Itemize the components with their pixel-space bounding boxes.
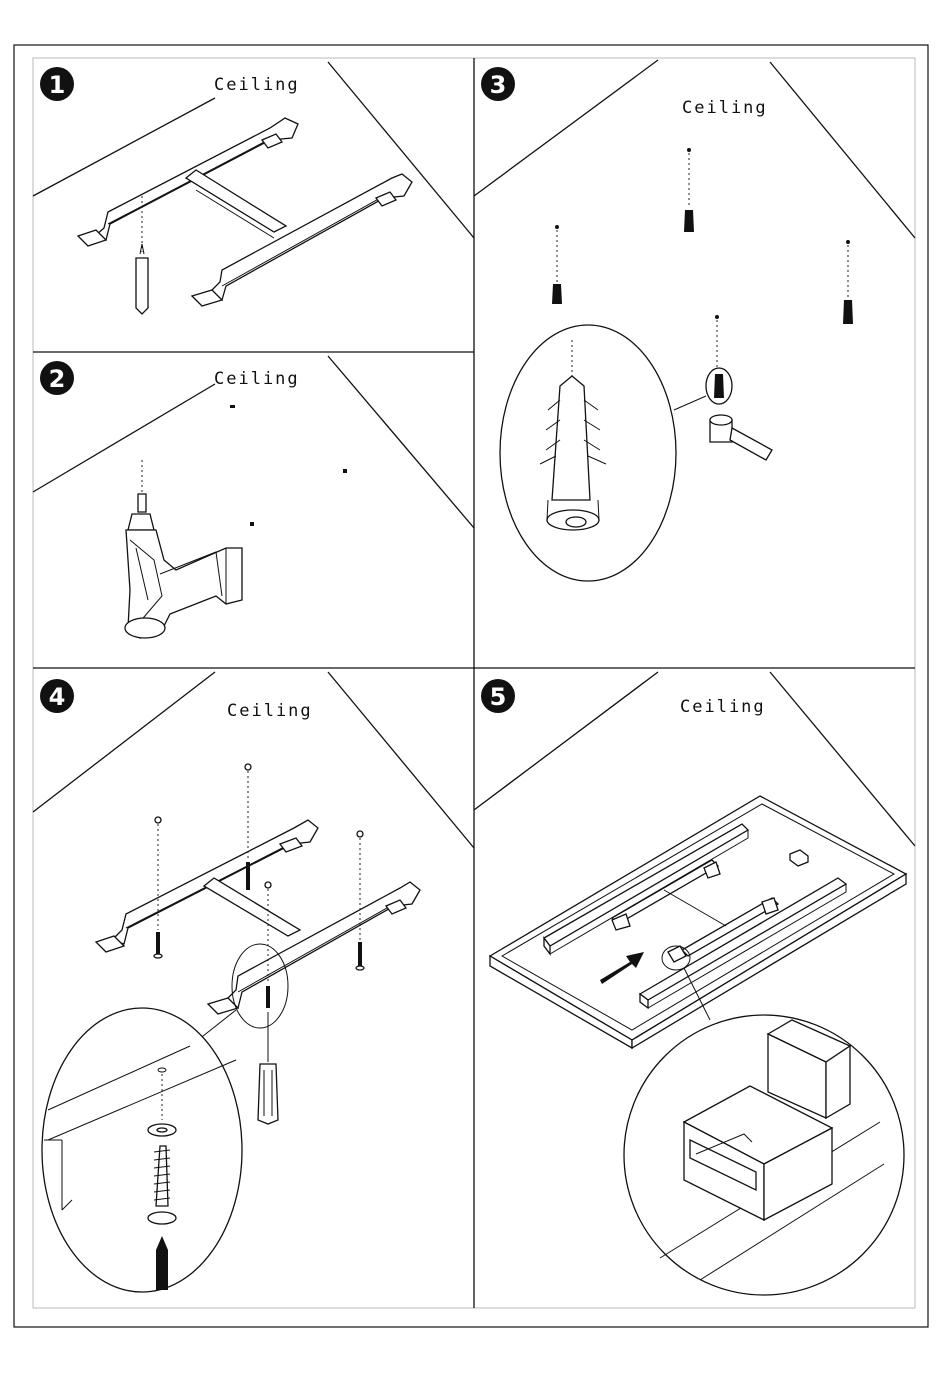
step-2-drill-hole-3 xyxy=(250,522,254,526)
step-3-ceiling-label: Ceiling xyxy=(682,98,768,118)
step-2-ceiling-label: Ceiling xyxy=(214,369,300,389)
step-5-ceiling-label: Ceiling xyxy=(680,697,766,717)
step-5-number: 5 xyxy=(490,683,507,711)
step-3-number: 3 xyxy=(490,71,507,99)
step-4-screw-detail xyxy=(42,1008,242,1292)
step-2-number: 2 xyxy=(49,365,66,393)
step-2-drill-hole-1 xyxy=(230,405,235,408)
step-4-number: 4 xyxy=(49,683,66,711)
step-4-ceiling-label: Ceiling xyxy=(227,701,313,721)
step-1-ceiling-label: Ceiling xyxy=(214,75,300,95)
step-5-clip-detail xyxy=(624,1015,904,1295)
step-1-number: 1 xyxy=(49,71,66,99)
step-1-drill-bit xyxy=(136,258,148,314)
step-3-anchor-detail xyxy=(500,325,676,581)
step-2-drill-hole-2 xyxy=(343,469,347,473)
